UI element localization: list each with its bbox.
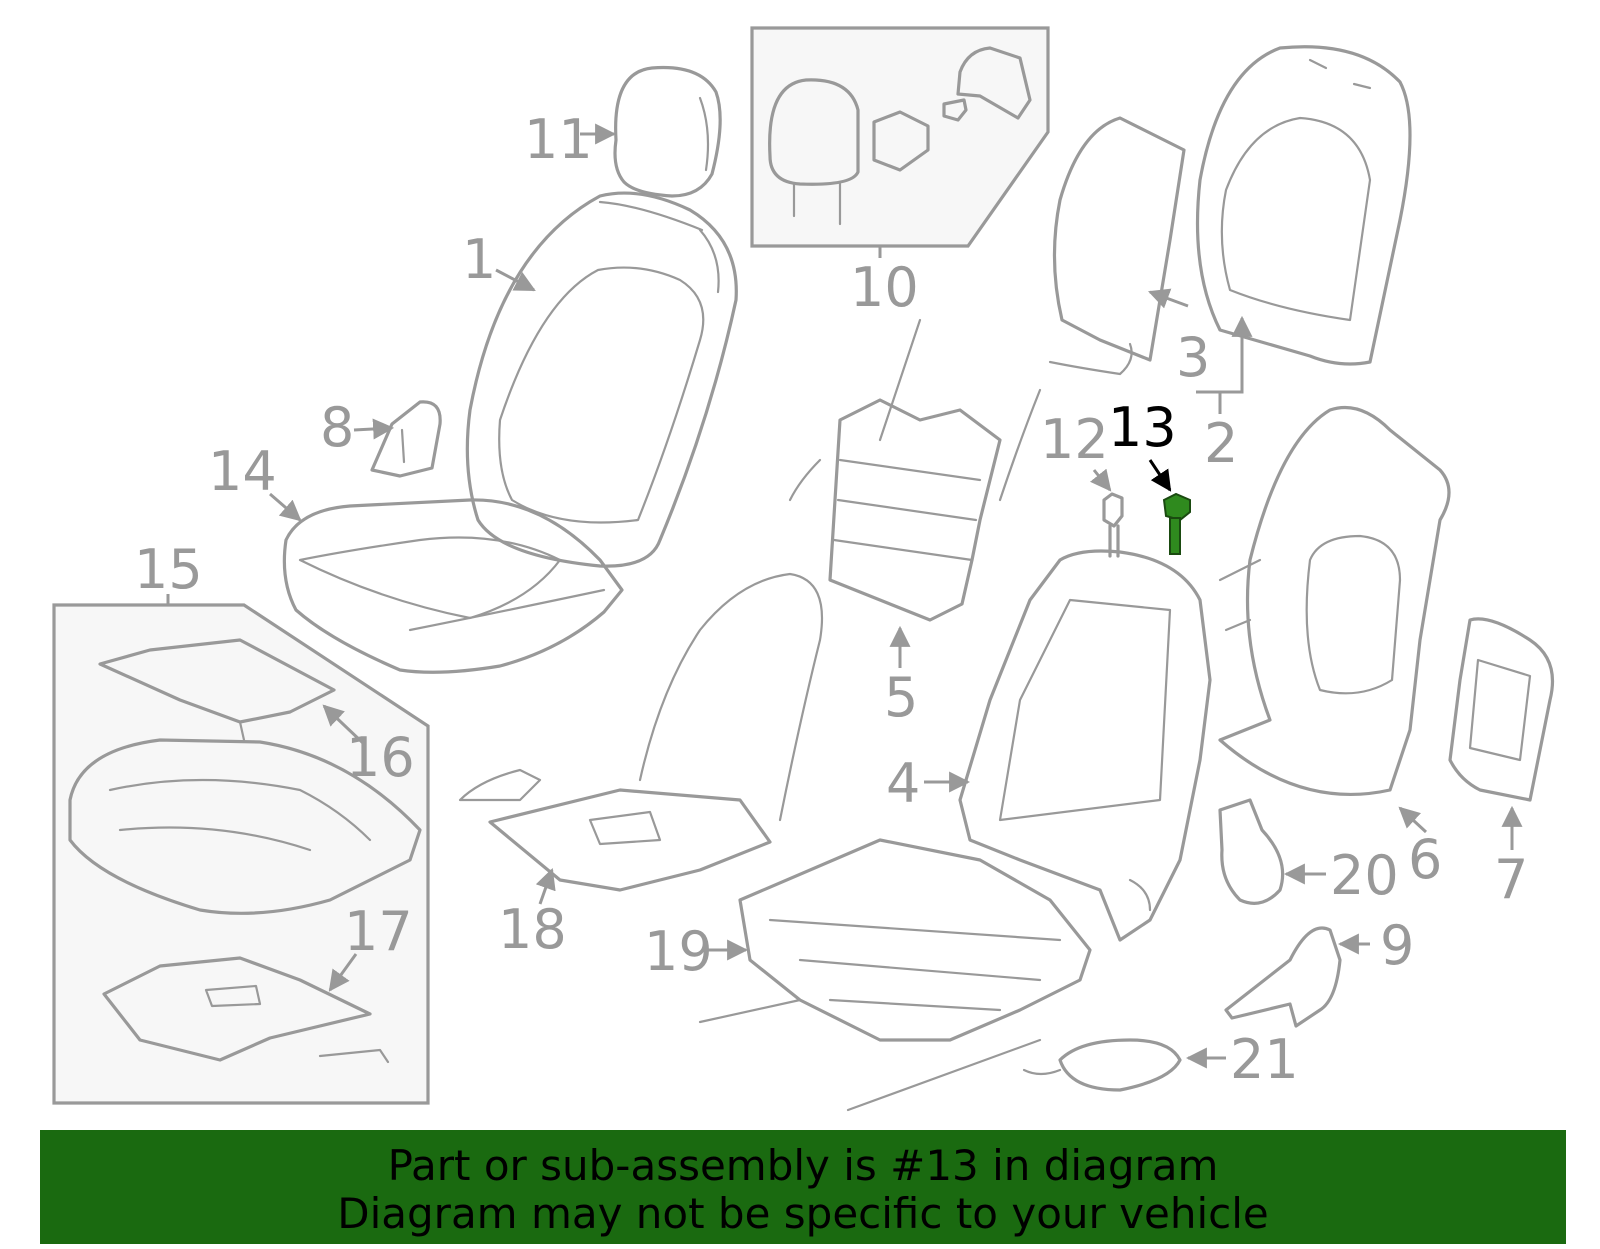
callout-9: 9: [1380, 914, 1414, 977]
part-2-seatback-panel: [1195, 45, 1412, 366]
callout-14: 14: [208, 440, 277, 503]
part-21-switch: [1022, 1038, 1182, 1092]
caption-line-2: Diagram may not be specific to your vehi…: [337, 1189, 1269, 1238]
cushion-assembly-inset-box: [52, 603, 430, 1105]
callout-13: 13: [1108, 396, 1177, 459]
callout-7: 7: [1494, 848, 1528, 911]
callout-12: 12: [1040, 408, 1109, 471]
part-16-cushion-heater: [98, 638, 336, 742]
callout-21: 21: [1230, 1028, 1299, 1091]
callout-16: 16: [346, 726, 415, 789]
callout-17: 17: [344, 900, 413, 963]
part-8-trim-bracket: [370, 400, 442, 478]
part-14-cushion-cover: [282, 498, 624, 674]
part-12-guide: [1102, 492, 1124, 558]
part-1-seatback-cover: [465, 191, 738, 568]
part-17-cushion-sensor: [102, 956, 390, 1064]
callout-3: 3: [1176, 326, 1210, 389]
callout-6: 6: [1408, 828, 1442, 891]
part-9-side-trim: [1224, 926, 1342, 1028]
part-3-back-pad: [1048, 116, 1186, 376]
callout-11: 11: [524, 108, 593, 171]
headrest-kit-inset-box: [750, 26, 1050, 248]
callout-8: 8: [320, 396, 354, 459]
callout-1: 1: [462, 228, 496, 291]
part-18-cushion-pan: [458, 572, 824, 892]
part-6-back-shell: [1218, 405, 1451, 797]
part-10-headrest-kit: [768, 46, 1032, 226]
part-7-back-trim: [1448, 617, 1555, 802]
part-19-seat-track: [698, 838, 1092, 1112]
caption-line-1: Part or sub-assembly is #13 in diagram: [387, 1141, 1219, 1190]
callout-4: 4: [886, 752, 920, 815]
part-4-seatback-frame: [958, 549, 1212, 942]
callout-5: 5: [884, 666, 918, 729]
part-20-motor: [1218, 798, 1285, 905]
part-13-highlighted-fastener: [1162, 492, 1191, 555]
callout-18: 18: [498, 898, 567, 961]
callout-20: 20: [1330, 844, 1399, 907]
part-11-headrest: [613, 65, 722, 198]
part-5-suspension-mat: [788, 318, 1042, 622]
callout-2: 2: [1204, 412, 1238, 475]
caption-banner: Part or sub-assembly is #13 in diagram D…: [40, 1130, 1566, 1244]
callout-10: 10: [850, 256, 919, 319]
part-15-cushion-pad: [68, 738, 422, 915]
callout-19: 19: [644, 920, 713, 983]
callout-15: 15: [134, 538, 203, 601]
